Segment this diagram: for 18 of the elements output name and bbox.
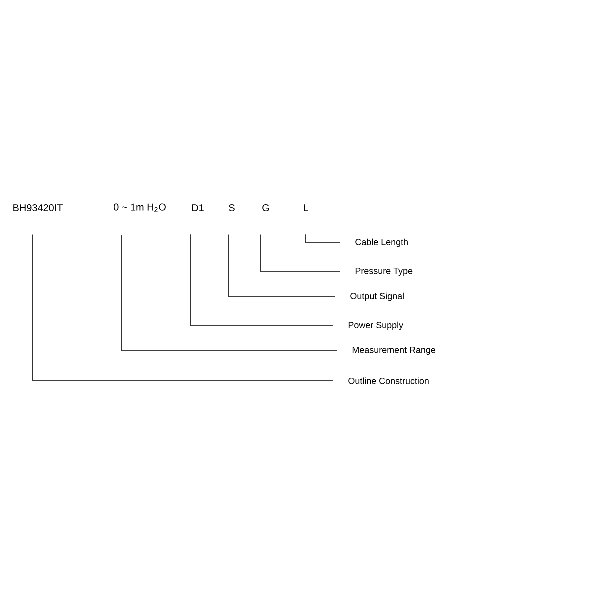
leader-line xyxy=(260,234,340,272)
leader-line xyxy=(32,234,334,382)
description-text: Outline Construction xyxy=(348,378,429,384)
code-text: 0 ~ 1m H$_{2}$O xyxy=(114,204,166,212)
description-text: Pressure Type xyxy=(356,268,413,276)
code-text: S xyxy=(229,204,235,212)
description-text: Power Supply xyxy=(348,322,404,330)
description-text: Output Signal xyxy=(350,292,404,302)
description-text: Measurement Range xyxy=(352,346,436,356)
code-text: BH93420IT xyxy=(14,204,63,212)
description-text: Cable Length xyxy=(356,238,408,248)
leader-line xyxy=(122,235,338,352)
leader-line xyxy=(190,234,334,326)
code-text: L xyxy=(304,204,308,212)
code-text: G xyxy=(262,204,270,212)
leader-line xyxy=(228,234,336,298)
leader-line xyxy=(306,234,340,244)
code-text: D1 xyxy=(192,204,204,212)
